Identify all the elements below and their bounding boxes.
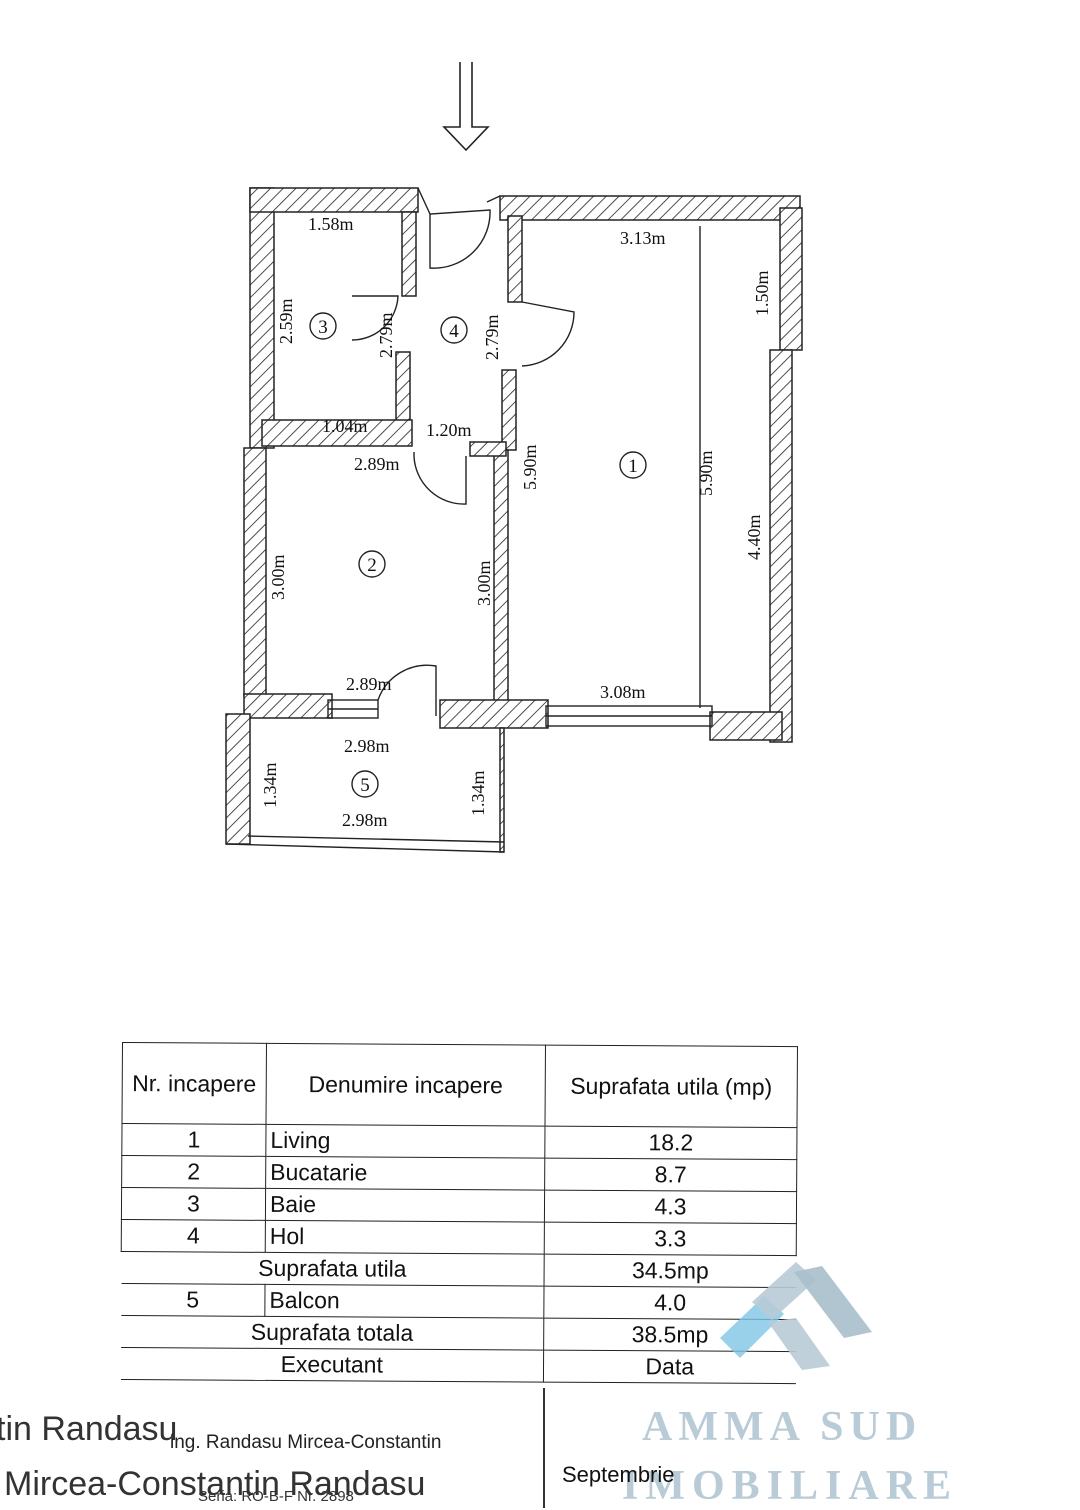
balcony-nr: 5 bbox=[120, 1283, 266, 1317]
svg-text:4.40m: 4.40m bbox=[744, 514, 764, 560]
svg-text:2.89m: 2.89m bbox=[354, 454, 400, 474]
signature-line2-small: Seria: RO-B-F Nr. 2898 bbox=[198, 1488, 354, 1505]
row-area: 18.2 bbox=[544, 1126, 797, 1160]
amma-sud-logo-icon bbox=[720, 1262, 872, 1370]
row-nr: 2 bbox=[121, 1155, 266, 1189]
windows bbox=[225, 187, 713, 853]
svg-text:3.13m: 3.13m bbox=[620, 228, 666, 248]
row-area: 4.3 bbox=[544, 1190, 797, 1224]
svg-text:2.89m: 2.89m bbox=[346, 674, 392, 694]
table-row: 3 Baie 4.3 bbox=[121, 1187, 797, 1224]
signature-divider bbox=[543, 1388, 545, 1508]
balcony-name: Balcon bbox=[264, 1284, 545, 1319]
executant-label: Executant bbox=[120, 1347, 544, 1383]
signature-line1-small: ing. Randasu Mircea-Constantin bbox=[170, 1432, 442, 1453]
svg-text:4: 4 bbox=[449, 321, 459, 342]
row-area: 8.7 bbox=[544, 1158, 797, 1192]
svg-text:1.58m: 1.58m bbox=[308, 214, 354, 234]
svg-text:2.59m: 2.59m bbox=[276, 298, 296, 344]
signature-line2: Mircea-Constantin Randasu bbox=[4, 1465, 426, 1503]
row-nr: 4 bbox=[121, 1219, 266, 1253]
header-name: Denumire incapere bbox=[265, 1043, 546, 1127]
svg-text:1.20m: 1.20m bbox=[426, 420, 472, 440]
svg-text:2.79m: 2.79m bbox=[482, 314, 502, 360]
row-nr: 3 bbox=[121, 1187, 266, 1221]
svg-text:1.04m: 1.04m bbox=[322, 416, 368, 436]
signature-line1: tin Randasu bbox=[0, 1410, 178, 1448]
balcony-row: 5 Balcon 4.0 bbox=[120, 1283, 797, 1320]
row-area: 3.3 bbox=[544, 1222, 797, 1256]
svg-text:2.98m: 2.98m bbox=[344, 736, 390, 756]
dimension-labels: 3.13m 1.50m 5.90m 5.90m 4.40m 3.08m 2.89… bbox=[260, 214, 772, 830]
svg-text:1.50m: 1.50m bbox=[752, 270, 772, 316]
row-name: Living bbox=[265, 1124, 545, 1159]
floor-plan: 3.13m 1.50m 5.90m 5.90m 4.40m 3.08m 2.89… bbox=[225, 62, 803, 853]
svg-text:2.98m: 2.98m bbox=[342, 810, 388, 830]
entrance-arrow-icon bbox=[442, 62, 490, 152]
svg-text:1.34m: 1.34m bbox=[260, 762, 280, 808]
row-name: Bucatarie bbox=[265, 1156, 545, 1191]
header-area: Suprafata utila (mp) bbox=[544, 1045, 798, 1128]
table-row: 2 Bucatarie 8.7 bbox=[121, 1155, 797, 1192]
svg-text:5: 5 bbox=[360, 775, 370, 796]
watermark-line1: AMMA SUD bbox=[642, 1404, 923, 1450]
svg-text:1: 1 bbox=[628, 456, 638, 477]
svg-text:5.90m: 5.90m bbox=[696, 450, 716, 496]
door-swings bbox=[351, 209, 575, 716]
table-row: 1 Living 18.2 bbox=[121, 1123, 797, 1160]
svg-text:3.00m: 3.00m bbox=[268, 554, 288, 600]
row-nr: 1 bbox=[121, 1123, 266, 1157]
svg-text:3.00m: 3.00m bbox=[474, 560, 494, 606]
row-name: Hol bbox=[265, 1220, 545, 1255]
table-header-row: Nr. incapere Denumire incapere Suprafata… bbox=[122, 1042, 798, 1128]
svg-text:3: 3 bbox=[318, 317, 328, 338]
svg-text:2: 2 bbox=[367, 555, 377, 576]
footer-row: Executant Data bbox=[120, 1347, 796, 1384]
svg-text:1.34m: 1.34m bbox=[468, 770, 488, 816]
walls bbox=[225, 187, 803, 853]
table-row: 4 Hol 3.3 bbox=[121, 1219, 797, 1256]
room-numbers bbox=[309, 312, 647, 798]
header-nr: Nr. incapere bbox=[122, 1042, 267, 1125]
room-area-table: Nr. incapere Denumire incapere Suprafata… bbox=[120, 1042, 798, 1384]
row-name: Baie bbox=[265, 1188, 545, 1223]
svg-text:5.90m: 5.90m bbox=[520, 444, 540, 490]
svg-text:2.79m: 2.79m bbox=[376, 312, 396, 358]
svg-text:3.08m: 3.08m bbox=[600, 682, 646, 702]
room-number-labels: 1 2 3 4 5 bbox=[318, 317, 638, 796]
date-value: Septembrie bbox=[562, 1462, 675, 1487]
total-label: Suprafata totala bbox=[120, 1315, 544, 1351]
subtotal-row: Suprafata utila 34.5mp bbox=[121, 1251, 797, 1288]
total-row: Suprafata totala 38.5mp bbox=[120, 1315, 796, 1352]
subtotal-label: Suprafata utila bbox=[121, 1251, 545, 1287]
watermark-line2: IMOBILIARE bbox=[622, 1463, 959, 1509]
